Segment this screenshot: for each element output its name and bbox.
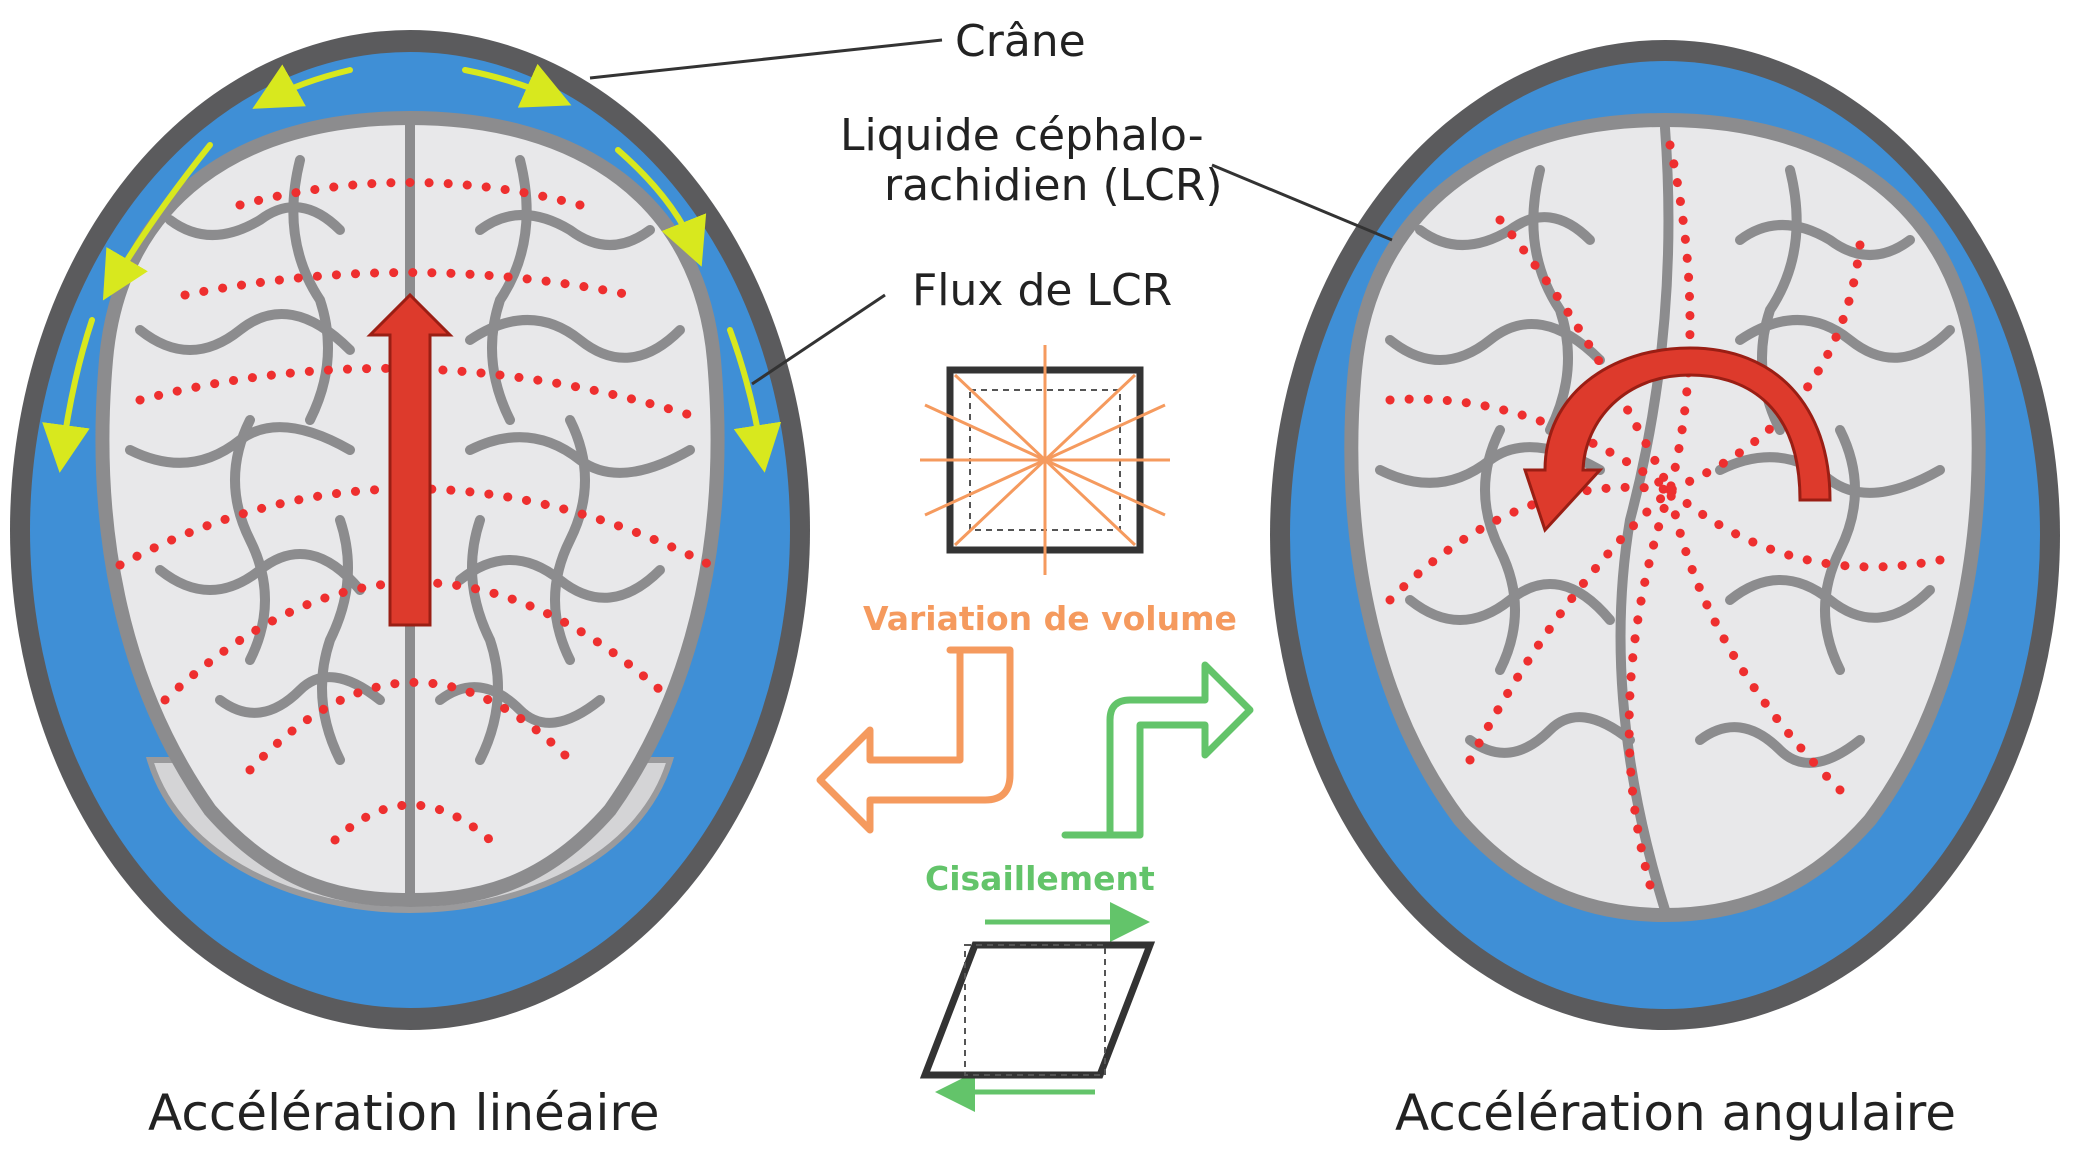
callout-lines (589, 38, 1393, 386)
linear-force-arrow-icon (366, 292, 454, 627)
caption-linear: Accélération linéaire (148, 1084, 660, 1142)
caption-angular: Accélération angulaire (1395, 1084, 1956, 1142)
volume-change-icon (920, 345, 1170, 575)
label-shear: Cisaillement (925, 859, 1155, 898)
right-head (1270, 40, 2060, 1030)
label-crane: Crâne (955, 16, 1086, 67)
shear-arrow-icon (1061, 661, 1254, 839)
label-lcr-line1: Liquide céphalo- (840, 110, 1204, 161)
right-dotted-lines (1385, 140, 1945, 890)
left-head (10, 30, 810, 1030)
label-volume: Variation de volume (863, 599, 1237, 638)
csf-flow-arrow-icon (42, 63, 782, 473)
label-flux: Flux de LCR (912, 265, 1172, 316)
rotation-arrow-icon (1522, 346, 1832, 533)
shear-icon (919, 902, 1156, 1112)
label-lcr-line2: rachidien (LCR) (884, 160, 1223, 211)
volume-arrow-icon (816, 646, 1014, 834)
left-gyri (125, 120, 695, 900)
